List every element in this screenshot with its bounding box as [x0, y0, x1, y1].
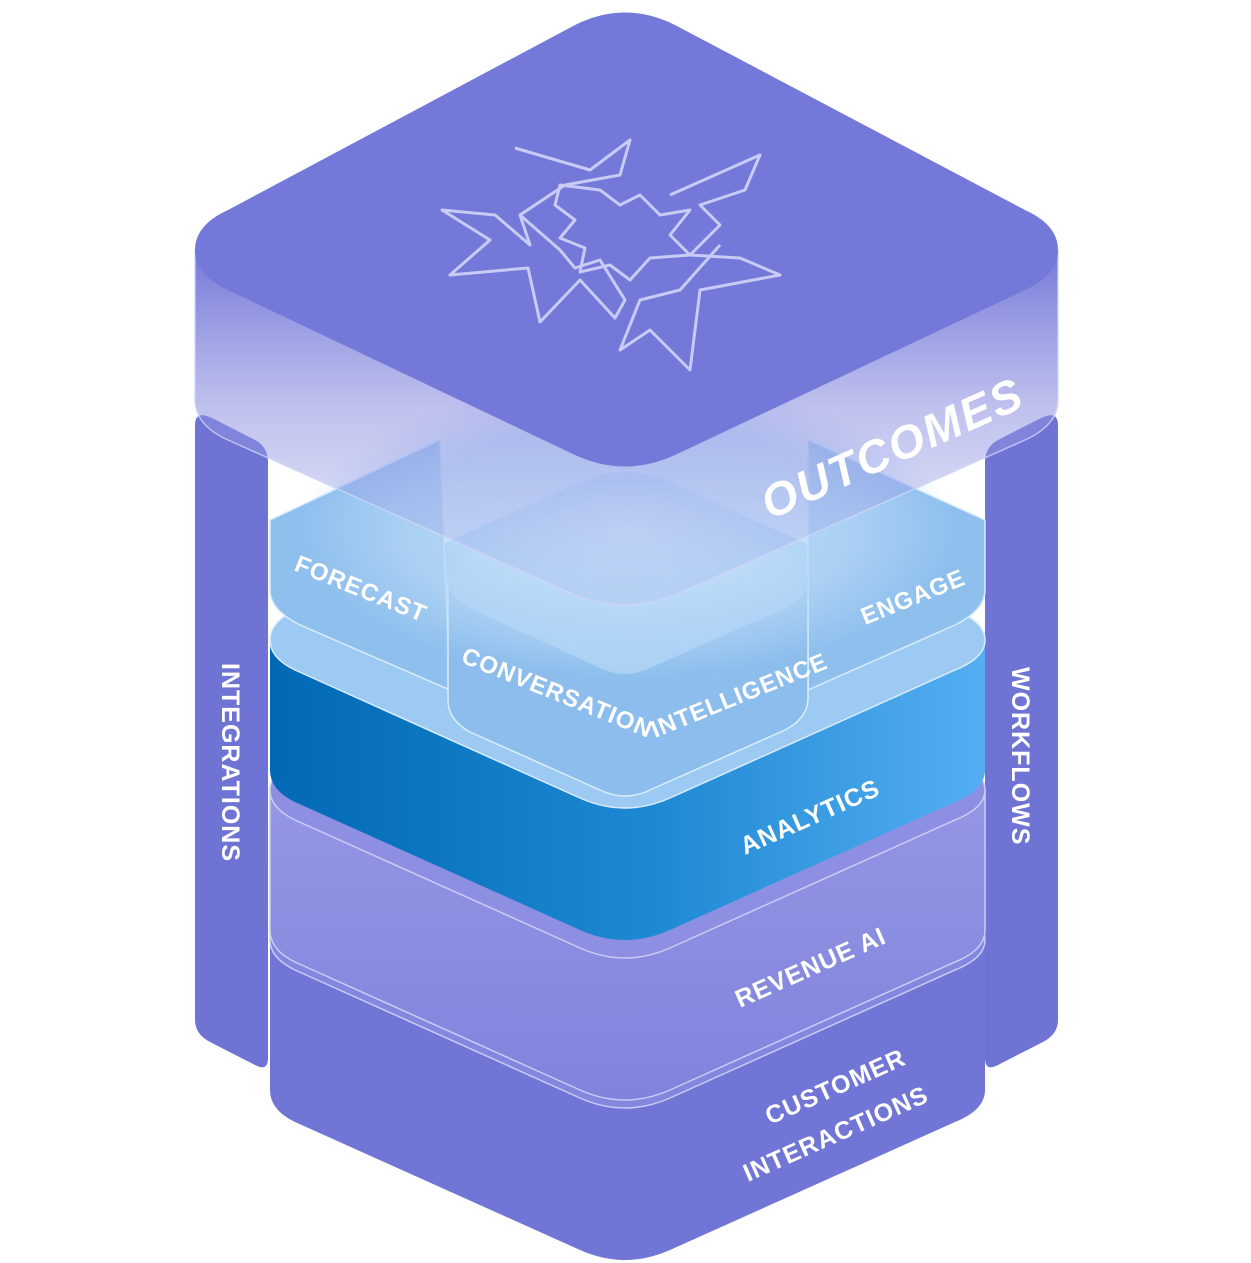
integrations-label: INTEGRATIONS — [216, 663, 244, 862]
outcomes-layer — [194, 12, 1059, 606]
integrations-pillar — [195, 415, 268, 1068]
star-burst-logo-icon — [440, 138, 782, 372]
workflows-label: WORKFLOWS — [1006, 667, 1034, 845]
workflows-pillar — [985, 415, 1058, 1068]
